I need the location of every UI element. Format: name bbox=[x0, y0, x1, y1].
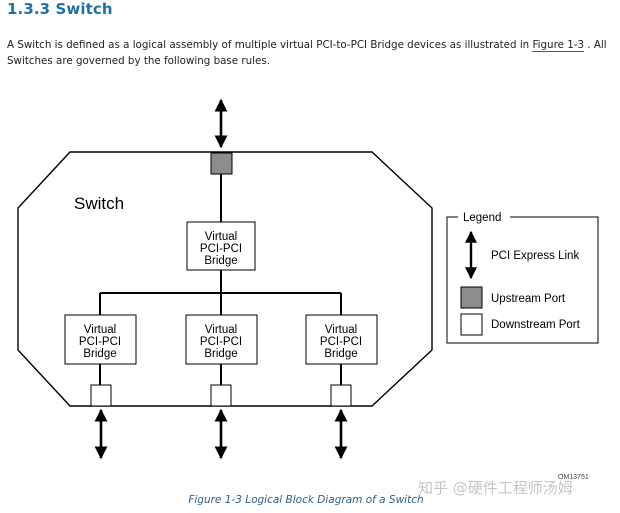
legend-frame bbox=[446, 216, 599, 344]
legend-item-pcie-link: PCI Express Link bbox=[491, 250, 579, 262]
bridge-middle-line1: Virtual bbox=[205, 324, 237, 336]
bridge-left-line3: Bridge bbox=[83, 348, 116, 360]
figure-link[interactable]: Figure 1-3 bbox=[532, 39, 585, 52]
legend-downstream-swatch bbox=[460, 313, 483, 336]
bridge-downstream-left: Virtual PCI-PCI Bridge bbox=[64, 314, 137, 365]
paragraph-text: A Switch is defined as a logical assembl… bbox=[7, 39, 533, 51]
downstream-port-left bbox=[90, 384, 112, 407]
bridge-downstream-middle: Virtual PCI-PCI Bridge bbox=[185, 314, 258, 365]
bridge-right-line2: PCI-PCI bbox=[320, 336, 362, 348]
bridge-downstream-right: Virtual PCI-PCI Bridge bbox=[305, 314, 378, 365]
legend-title: Legend bbox=[463, 212, 501, 224]
figure-caption: Figure 1-3 Logical Block Diagram of a Sw… bbox=[188, 494, 424, 506]
section-heading: 1.3.3 Switch bbox=[7, 0, 113, 18]
upstream-port bbox=[210, 152, 233, 175]
watermark: 知乎 @硬件工程师汤姆 bbox=[418, 479, 573, 497]
bridge-upstream: Virtual PCI-PCI Bridge bbox=[186, 221, 256, 271]
switch-label: Switch bbox=[74, 194, 124, 213]
bridge-upstream-line3: Bridge bbox=[204, 255, 237, 267]
bridge-left-line2: PCI-PCI bbox=[79, 336, 121, 348]
bridge-middle-line3: Bridge bbox=[204, 348, 237, 360]
bridge-middle-line2: PCI-PCI bbox=[200, 336, 242, 348]
bridge-left-line1: Virtual bbox=[84, 324, 116, 336]
legend-item-downstream-port: Downstream Port bbox=[491, 319, 581, 331]
legend-upstream-swatch bbox=[460, 286, 483, 309]
downstream-port-middle bbox=[210, 384, 232, 407]
legend-item-upstream-port: Upstream Port bbox=[491, 293, 566, 305]
downstream-port-right bbox=[330, 384, 352, 407]
legend: Legend PCI Express Link Upstream Port Do… bbox=[446, 212, 599, 344]
section-paragraph: A Switch is defined as a logical assembl… bbox=[7, 38, 607, 69]
bridge-upstream-line2: PCI-PCI bbox=[200, 243, 242, 255]
switch-outline bbox=[17, 151, 433, 407]
paragraph-text-end: . All Switches are governed by the follo… bbox=[7, 39, 607, 67]
figure-id: OM13751 bbox=[558, 474, 589, 481]
bridge-right-line1: Virtual bbox=[325, 324, 357, 336]
bridge-right-line3: Bridge bbox=[324, 348, 357, 360]
bridge-upstream-line1: Virtual bbox=[205, 231, 237, 243]
